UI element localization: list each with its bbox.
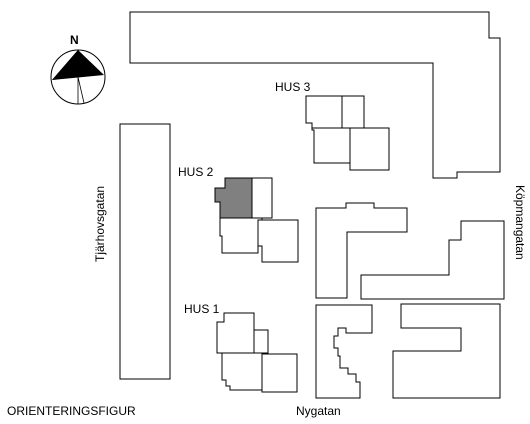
- building-south-east: [392, 303, 501, 399]
- hus-2-label: HUS 2: [178, 165, 214, 179]
- building-north-l-shape: [129, 11, 501, 179]
- street-label-kopmangatan: Köpmangatan: [513, 185, 527, 260]
- building-west-long: [119, 123, 171, 380]
- building-hus-2: [214, 177, 299, 263]
- building-south-middle: [315, 304, 373, 399]
- hus-3-label: HUS 3: [275, 80, 311, 94]
- building-middle-block: [315, 202, 408, 299]
- hus-2-highlighted-section: [214, 177, 253, 219]
- street-label-tjarhovsgatan: Tjärhovsgatan: [93, 186, 107, 262]
- north-label: N: [70, 33, 79, 47]
- hus-1-label: HUS 1: [184, 302, 220, 316]
- map-caption: ORIENTERINGSFIGUR: [7, 404, 136, 418]
- building-east-block: [360, 220, 505, 300]
- compass-rose-icon: [50, 49, 106, 105]
- building-hus-1: [216, 312, 298, 393]
- street-label-nygatan: Nygatan: [296, 404, 341, 418]
- building-hus-3: [305, 95, 390, 171]
